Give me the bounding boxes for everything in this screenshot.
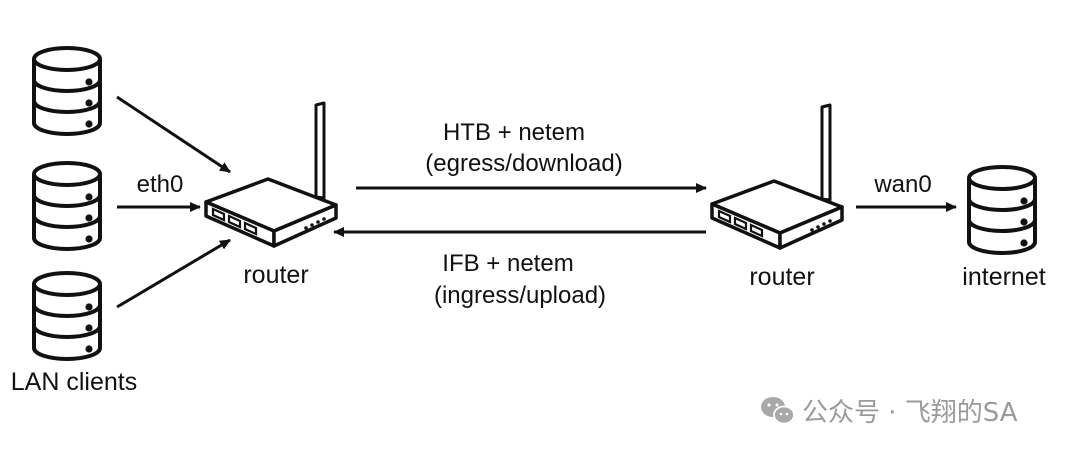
internet-server-icon xyxy=(967,165,1037,255)
right-router-icon xyxy=(710,103,844,250)
lan-client-server-icon xyxy=(32,46,102,136)
client3-to-router-arrow xyxy=(116,238,231,309)
client1-to-router-arrow xyxy=(116,95,231,174)
watermark-text: 公众号 · 飞翔的SA xyxy=(802,398,1018,428)
internet-label: internet xyxy=(962,263,1045,291)
lan-client-server-icon xyxy=(32,271,102,361)
wechat-icon xyxy=(761,397,795,425)
egress-label: HTB + netem xyxy=(443,119,585,146)
egress-sublabel: (egress/download) xyxy=(425,150,622,177)
ingress-label: IFB + netem xyxy=(442,250,573,277)
lan-client-server-icon xyxy=(32,161,102,251)
eth0-label: eth0 xyxy=(137,171,184,198)
ingress-sublabel: (ingress/upload) xyxy=(434,282,606,309)
right-router-label: router xyxy=(749,263,814,291)
left-router-label: router xyxy=(243,261,308,289)
wan0-label: wan0 xyxy=(873,171,931,198)
lan-clients-label: LAN clients xyxy=(11,368,137,396)
left-router-icon xyxy=(204,101,338,248)
